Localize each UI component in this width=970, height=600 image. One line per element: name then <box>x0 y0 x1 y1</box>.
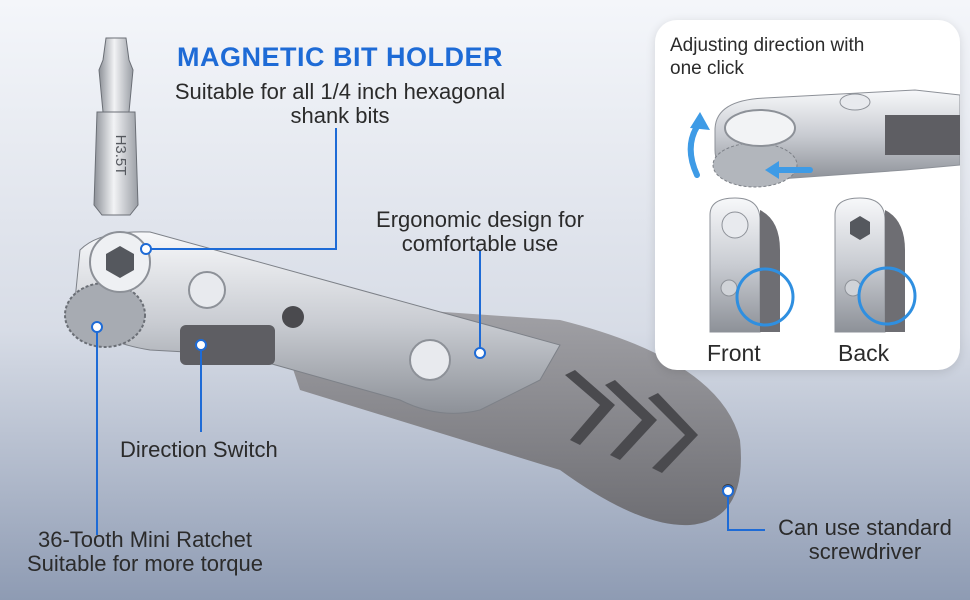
bit-holder-description-line1: Suitable for all 1/4 inch hexagonal <box>174 79 506 104</box>
front-view <box>709 197 795 333</box>
front-highlight-circle <box>735 267 795 327</box>
bit-marking: H3.5T <box>112 135 129 176</box>
screwdriver-callout-line1: Can use standard <box>778 515 952 540</box>
back-label: Back <box>838 340 890 366</box>
bit-holder-leader <box>146 128 337 250</box>
inset-caption-line1: Adjusting direction with <box>670 35 865 56</box>
back-view <box>834 197 917 333</box>
screwdriver-leader <box>727 491 765 531</box>
callout-lines <box>96 128 765 535</box>
inset-illustration <box>687 89 960 333</box>
rotate-arrow-icon <box>687 119 703 178</box>
bit-holder-description-line2: shank bits <box>290 103 390 128</box>
screwdriver-callout: Can use standard screwdriver <box>765 516 965 564</box>
inset-caption-line2: one click <box>670 58 744 79</box>
torx-bit: H3.5T <box>93 37 139 216</box>
ratchet-callout-line2: Suitable for more torque <box>26 551 264 576</box>
back-highlight-circle <box>857 266 917 326</box>
inset-caption: Adjusting direction with one click <box>670 34 950 80</box>
ratchet-callout: 36-Tooth Mini Ratchet Suitable for more … <box>10 528 280 576</box>
direction-switch-callout: Direction Switch <box>120 437 278 462</box>
ratchet-callout-line1: 36-Tooth Mini Ratchet <box>38 527 252 552</box>
bit-holder-description: Suitable for all 1/4 inch hexagonal shan… <box>140 80 540 128</box>
ergonomic-callout: Ergonomic design for comfortable use <box>350 208 610 256</box>
screwdriver-callout-line2: screwdriver <box>808 539 922 564</box>
ergonomic-callout-line1: Ergonomic design for <box>376 207 584 232</box>
ratchet-body <box>64 231 561 414</box>
direction-inset-panel: Adjusting direction with one click <box>655 20 960 370</box>
front-label: Front <box>707 340 761 366</box>
magnetic-bit-holder-title: MAGNETIC BIT HOLDER <box>177 42 503 72</box>
ratchet-head-closeup <box>712 89 960 188</box>
ergonomic-callout-line2: comfortable use <box>401 231 559 256</box>
